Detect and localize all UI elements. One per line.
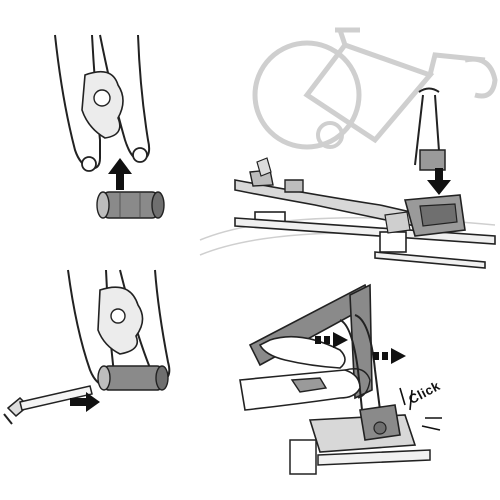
step-2-mount-bike-panel <box>195 0 500 270</box>
click-sound-lines-icon <box>399 387 442 431</box>
step-4-close-clamp-panel <box>230 270 500 500</box>
caliper-bolt <box>93 89 111 107</box>
right-dropout <box>132 147 148 163</box>
axle-adapter-installed <box>97 365 169 391</box>
down-arrow-icon <box>427 168 451 195</box>
fork-mount-clamp <box>384 194 466 237</box>
caliper-bolt <box>110 308 126 324</box>
frame-down-tube <box>349 283 373 400</box>
roof-bar <box>289 439 431 475</box>
fork-dropout-illustration <box>54 34 165 219</box>
clamp-lever <box>290 377 328 393</box>
step-3-insert-thru-axle-panel <box>0 250 230 500</box>
bike-fork <box>414 87 446 171</box>
dashed-arrow-icon <box>315 332 348 348</box>
axle-adapter <box>96 191 165 219</box>
fork-leg-rear <box>339 319 363 411</box>
bike-on-rack-illustration <box>199 27 498 269</box>
bike-silhouette <box>252 27 498 150</box>
step-1-insert-adapter-panel <box>0 0 200 245</box>
rack-base <box>308 404 417 453</box>
dashed-arrow-icon <box>373 348 406 364</box>
thru-axle-illustration <box>3 269 171 425</box>
roof-bar-rear <box>374 231 486 269</box>
fork-leg <box>354 314 381 411</box>
right-arrow-icon <box>70 392 100 412</box>
clamp-closing-illustration <box>239 283 442 475</box>
left-hand <box>258 335 346 369</box>
left-dropout <box>81 156 97 172</box>
up-arrow-icon <box>108 158 132 190</box>
thru-axle <box>3 385 93 425</box>
